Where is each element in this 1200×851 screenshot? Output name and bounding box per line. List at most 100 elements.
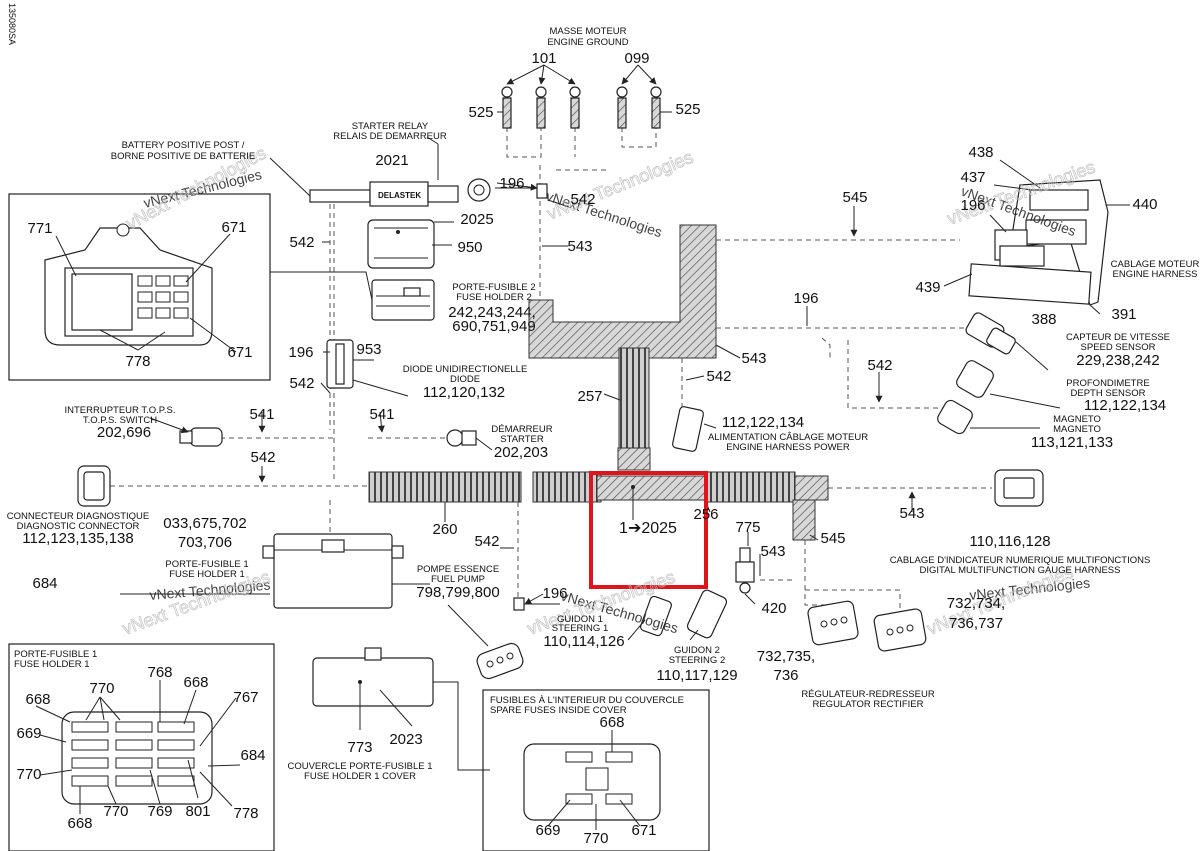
fh1-part-768: 768 — [147, 664, 172, 681]
part-256: 256 — [693, 506, 718, 523]
caption-pompe-en: FUEL PUMP — [431, 574, 485, 585]
starter-connector — [446, 429, 493, 451]
part-690-list: 690,751,949 — [452, 318, 535, 335]
part-542-mid: 542 — [250, 449, 275, 466]
caption-regul-en: REGULATOR RECTIFIER — [812, 699, 923, 710]
caption-guidon1-fr: GUIDON 1 — [557, 614, 603, 625]
part-542-right: 542 — [867, 357, 892, 374]
fh1-part-770-a: 770 — [89, 680, 114, 697]
inset-fuse-holder-1-detail — [8, 643, 275, 851]
part-736: 736 — [773, 667, 798, 684]
caption-diag-fr: CONNECTEUR DIAGNOSTIQUE — [7, 511, 150, 522]
terminal-775 — [735, 532, 756, 605]
part-196-left: 196 — [288, 344, 313, 361]
caption-box-fh1-fr: PORTE-FUSIBLE 1 — [14, 649, 97, 660]
caption-vitesse-fr: CAPTEUR DE VITESSE — [1066, 332, 1170, 343]
document-id: 135080SA — [7, 3, 17, 45]
part-543-top: 543 — [567, 238, 592, 255]
part-229-238-242: 229,238,242 — [1076, 352, 1159, 369]
part-196-center: 196 — [793, 290, 818, 307]
caption-regul-fr: RÉGULATEUR-REDRESSEUR — [801, 689, 935, 700]
caption-starter: STARTER — [500, 434, 544, 445]
svg-text:DELASTEK: DELASTEK — [378, 191, 421, 200]
part-113-121-133: 113,121,133 — [1031, 434, 1113, 451]
caption-gauge-fr: CABLAGE D'INDICATEUR NUMERIQUE MULTIFONC… — [890, 555, 1151, 566]
inset-spare-fuses — [482, 689, 710, 851]
caption-alim-en: ENGINE HARNESS POWER — [726, 442, 850, 453]
part-438: 438 — [968, 144, 993, 161]
part-099: 099 — [624, 50, 649, 67]
part-033-675-702: 033,675,702 — [163, 515, 246, 532]
battery-cable-starter-relay: DELASTEK — [269, 136, 548, 207]
caption-demarreur: DÉMARREUR — [491, 424, 552, 435]
speed-sensor-connector — [965, 312, 1049, 371]
caption-alim-fr: ALIMENTATION CÂBLAGE MOTEUR — [708, 432, 868, 443]
caption-diag-en: DIAGNOSTIC CONNECTOR — [17, 521, 140, 532]
engine-ground-lugs — [497, 64, 672, 129]
part-112-120-132: 112,120,132 — [423, 384, 505, 401]
part-773: 773 — [347, 739, 372, 756]
inset-part-778: 778 — [125, 353, 150, 370]
caption-spare-fr: FUSIBLES À L'INTERIEUR DU COUVERCLE — [490, 695, 684, 706]
fh1-part-769: 769 — [147, 803, 172, 820]
part-950: 950 — [457, 239, 482, 256]
fh1-part-668-c: 668 — [67, 815, 92, 832]
caption-battery-post-fr: BORNE POSITIVE DE BATTERIE — [111, 151, 255, 162]
inset-part-671-bottom: 671 — [227, 344, 252, 361]
part-775: 775 — [735, 519, 760, 536]
inset-part-671-top: 671 — [221, 219, 246, 236]
fh1-part-801: 801 — [185, 803, 210, 820]
fh1-part-767: 767 — [233, 689, 258, 706]
caption-fuse-holder-2: FUSE HOLDER 2 — [456, 292, 532, 303]
engine-harness-power-connector — [672, 406, 717, 452]
fh1-part-770-c: 770 — [103, 803, 128, 820]
depth-sensor-connector — [956, 360, 1061, 409]
caption-masse-moteur: MASSE MOTEUR — [549, 26, 626, 37]
highlight-box — [589, 471, 708, 589]
part-2025: 2025 — [460, 211, 493, 228]
fuse-holder-1-body — [120, 533, 430, 609]
caption-starter-relay: STARTER RELAY — [352, 121, 429, 132]
fuse-holder-1-cover — [312, 647, 490, 771]
caption-cablage-en: ENGINE HARNESS — [1113, 269, 1198, 280]
part-439: 439 — [915, 279, 940, 296]
caption-box-fh1-en: FUSE HOLDER 1 — [14, 659, 90, 670]
part-543-center: 543 — [741, 350, 766, 367]
inset-fuse-holder-2-detail — [8, 193, 271, 381]
part-2021: 2021 — [375, 152, 408, 169]
caption-vitesse-en: SPEED SENSOR — [1081, 342, 1156, 353]
caption-pompe-fr: POMPE ESSENCE — [417, 564, 499, 575]
caption-gauge-en: DIGITAL MULTIFUNCTION GAUGE HARNESS — [920, 565, 1121, 576]
caption-battery-post-en: BATTERY POSITIVE POST / — [122, 140, 245, 151]
part-numbers: 101 099 525 525 2021 196 542 2025 543 95… — [16, 50, 1166, 847]
part-543-bottom: 543 — [760, 543, 785, 560]
engine-harness-module — [943, 159, 1130, 315]
caption-guidon2-fr: GUIDON 2 — [674, 645, 720, 656]
part-110-116-128: 110,116,128 — [969, 533, 1050, 550]
fuse-holder-2-assembly — [270, 219, 454, 321]
fh1-part-778: 778 — [233, 805, 258, 822]
spare-part-671: 671 — [631, 822, 656, 839]
part-260: 260 — [432, 521, 457, 538]
part-736-737: 736,737 — [949, 615, 1003, 632]
part-440: 440 — [1132, 196, 1157, 213]
part-798-799-800: 798,799,800 — [416, 584, 499, 601]
regulator-connector-1 — [807, 600, 859, 646]
inset-part-771: 771 — [27, 220, 52, 237]
fh1-part-668-a: 668 — [25, 691, 50, 708]
caption-tops-fr: INTERRUPTEUR T.O.P.S. — [64, 405, 175, 416]
caption-relais-demarreur: RELAIS DE DEMARREUR — [333, 131, 447, 142]
fh1-part-669: 669 — [16, 725, 41, 742]
part-196-top: 196 — [499, 175, 524, 192]
corrugated-conduit-260 — [368, 471, 522, 503]
caption-magneto-fr: MAGNETO — [1053, 414, 1101, 425]
part-525-right: 525 — [675, 101, 700, 118]
part-542-left2: 542 — [289, 375, 314, 392]
steering-1-connector — [627, 595, 672, 641]
part-388: 388 — [1031, 311, 1056, 328]
part-112-122-134-right: 112,122,134 — [1084, 397, 1166, 414]
part-541-left: 541 — [249, 406, 274, 423]
part-257: 257 — [577, 388, 602, 405]
